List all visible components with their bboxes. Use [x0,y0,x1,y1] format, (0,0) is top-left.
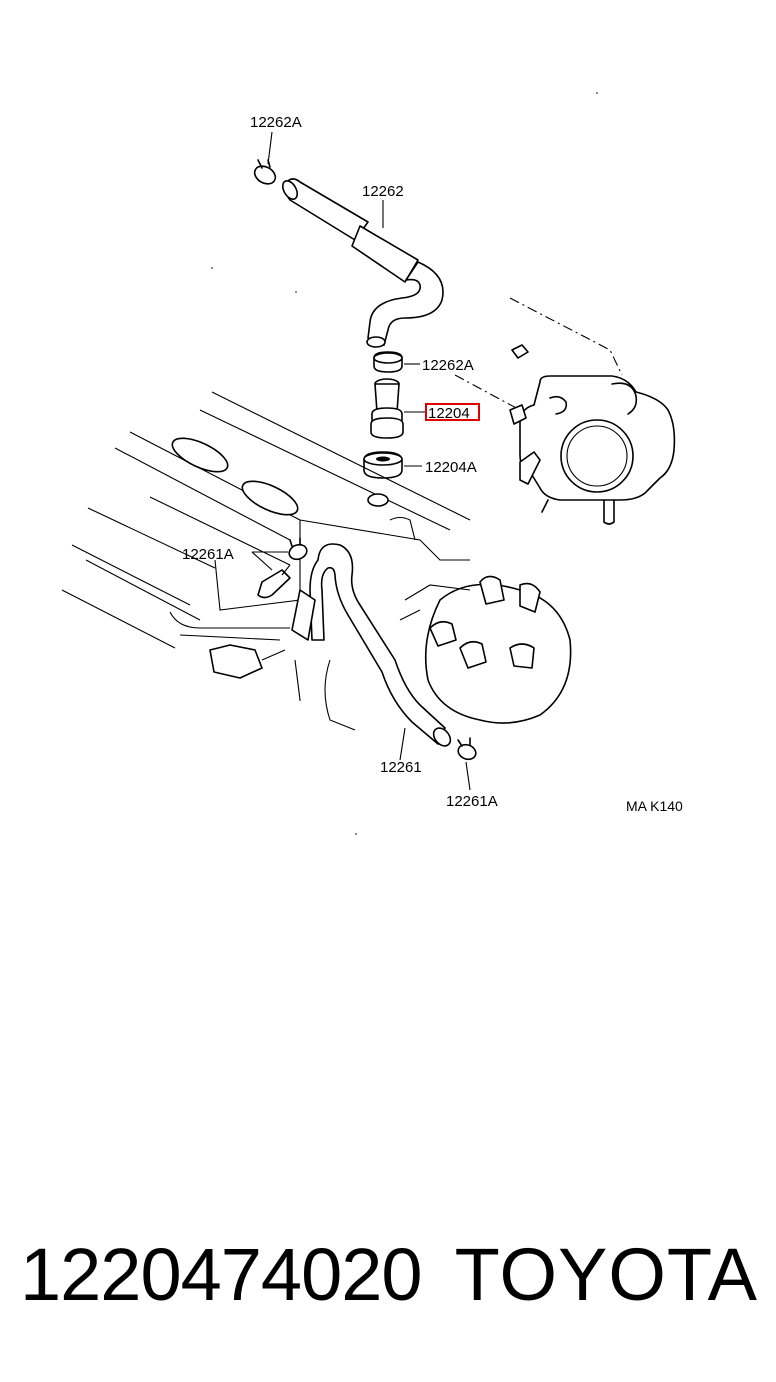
hose-top-drawing [253,159,444,348]
engine-block-drawing [61,391,471,731]
callout-pcv-valve[interactable]: 12204 [428,405,470,422]
clamp-mid-drawing [373,351,420,373]
callout-clamp-left: 12261A [182,546,234,563]
part-number: 1220474020 [20,1233,423,1316]
clamp-left-drawing [251,537,308,571]
pcv-valve-drawing [370,378,426,439]
clamp-bottom-drawing [457,737,477,791]
throttle-body-drawing [454,297,676,525]
callout-hose-top: 12262 [362,183,404,200]
distributor-drawing [399,575,572,724]
brand-name: TOYOTA [454,1233,758,1316]
clamp-top-drawing [253,159,277,185]
parts-diagram: 12262A 12262 12262A 12204 12204A 12261A … [61,92,683,835]
hose-bottom-drawing [291,543,452,761]
callout-hose-bottom: 12261 [380,759,422,776]
callout-grommet: 12204A [425,459,477,476]
figure-code: MA K140 [626,798,683,814]
footer: 1220474020 TOYOTA [0,1230,776,1330]
callout-clamp-top: 12262A [250,114,302,131]
callout-clamp-mid: 12262A [422,357,474,374]
grommet-drawing [363,451,422,479]
callout-clamp-bottom: 12261A [446,793,498,810]
highlight-box [425,403,480,421]
